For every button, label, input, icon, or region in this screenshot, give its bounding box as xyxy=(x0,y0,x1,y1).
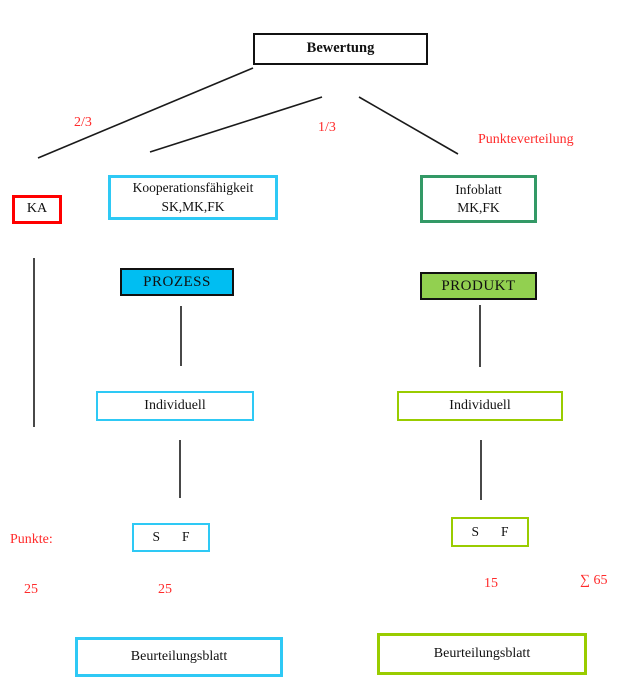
node-infoblatt: Infoblatt MK,FK xyxy=(420,175,537,223)
node-beurteilungsblatt-left: Beurteilungsblatt xyxy=(75,637,283,677)
points-ka: 25 xyxy=(24,582,38,597)
node-infoblatt-line1: Infoblatt xyxy=(455,181,502,197)
edge-label-one-third: 1/3 xyxy=(318,120,336,135)
points-prozess: 25 xyxy=(158,582,172,597)
node-kooperationsfaehigkeit-line1: Kooperationsfähigkeit xyxy=(132,180,254,196)
node-individuell-left: Individuell xyxy=(96,391,254,421)
label-punkteverteilung: Punkteverteilung xyxy=(478,132,574,147)
node-kooperationsfaehigkeit-line2: SK,MK,FK xyxy=(161,198,225,214)
node-bewertung: Bewertung xyxy=(253,33,428,65)
node-produkt: PRODUKT xyxy=(420,272,537,300)
node-individuell-right: Individuell xyxy=(397,391,563,421)
sf-left-s: S xyxy=(152,529,160,545)
sf-left-f: F xyxy=(182,529,190,545)
points-produkt: 15 xyxy=(484,576,498,591)
sf-right-s: S xyxy=(471,523,479,539)
edge-bewertung-infoblatt xyxy=(358,96,459,155)
edge-bewertung-ka xyxy=(37,67,254,159)
node-prozess: PROZESS xyxy=(120,268,234,296)
sf-right-f: F xyxy=(501,523,509,539)
node-beurteilungsblatt-right: Beurteilungsblatt xyxy=(377,633,587,675)
node-kooperationsfaehigkeit: Kooperationsfähigkeit SK,MK,FK xyxy=(108,175,278,220)
edge-bewertung-kooperation xyxy=(149,96,323,153)
points-sum: ∑ 65 xyxy=(580,573,608,588)
edge-label-two-thirds: 2/3 xyxy=(71,115,95,131)
node-sf-left: S F xyxy=(132,523,210,552)
label-punkte: Punkte: xyxy=(10,532,53,547)
node-sf-right: S F xyxy=(451,517,529,547)
node-ka: KA xyxy=(12,195,62,224)
node-infoblatt-line2: MK,FK xyxy=(457,200,500,215)
